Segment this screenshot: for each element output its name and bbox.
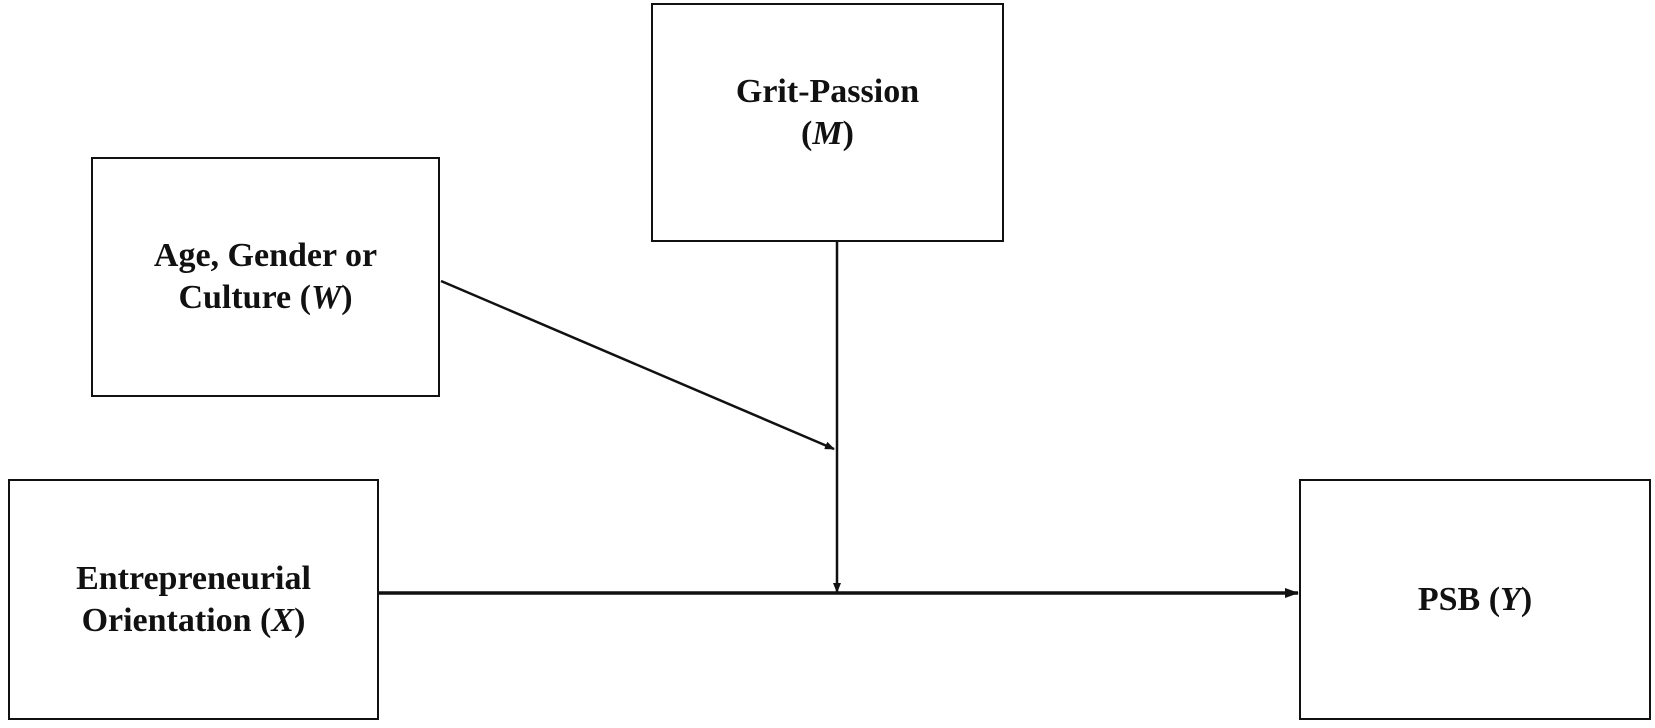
mediator-variable: (M) [801,114,854,152]
independent-label-line1: Entrepreneurial [76,559,311,597]
moderator-label-line1: Age, Gender or [153,237,378,274]
dependent-label: PSB (Y) [1417,580,1533,618]
independent-box: Entrepreneurial Orientation (X) [8,479,379,720]
dependent-box: PSB (Y) [1299,479,1651,720]
mediator-label: Grit-Passion [735,72,920,110]
edge-w-to-path [440,279,835,451]
independent-label-line2: Orientation (X) [81,601,306,639]
moderator-label-line2: Culture (W) [178,279,353,316]
moderator-box: Age, Gender or Culture (W) [91,157,440,397]
mediator-box: Grit-Passion (M) [651,3,1004,242]
